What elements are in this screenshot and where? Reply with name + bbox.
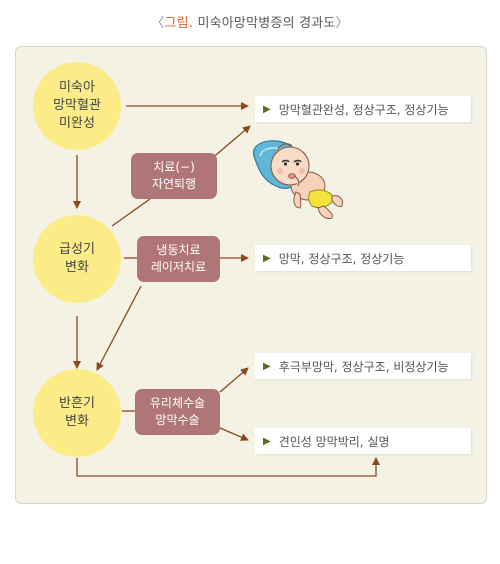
arrow-acute-to-none — [111, 198, 151, 227]
figure-title: 미숙아망막병증의 경과도 — [197, 16, 336, 31]
triangle-right-icon: ▶ — [263, 252, 271, 264]
outcome-complete-text: 망막혈관완성, 정상구조, 정상기능 — [278, 102, 449, 117]
treatment-laser-line1: 냉동치료 — [156, 243, 201, 257]
close-bracket: 〉 — [335, 16, 349, 31]
treatment-laser-line2: 레이저치료 — [150, 260, 207, 274]
treatment-none: 치료(−) 자연퇴행 — [131, 153, 217, 199]
treatment-none-line2: 자연퇴행 — [151, 177, 197, 191]
treatment-surgery-line2: 망막수술 — [155, 413, 200, 427]
treatment-none-line1: 치료(−) — [153, 160, 195, 174]
stage-premature-line3: 미완성 — [59, 116, 95, 131]
triangle-right-icon: ▶ — [263, 435, 271, 447]
arrow-cicatricial-to-detachment — [76, 457, 380, 477]
stage-acute-line2: 변화 — [65, 260, 89, 275]
outcome-detachment-text: 견인성 망막박리, 실명 — [278, 434, 390, 449]
figure-label: 그림. — [164, 16, 194, 31]
outcome-posterior-text: 후극부망막, 정상구조, 비정상기능 — [278, 359, 449, 374]
baby-illustration — [252, 140, 343, 219]
arrow-none-to-complete — [209, 125, 251, 161]
outcome-detachment: ▶ 견인성 망막박리, 실명 — [255, 428, 471, 454]
treatment-laser: 냉동치료 레이저치료 — [137, 236, 220, 282]
arrow-surgery-to-detachment — [219, 427, 249, 441]
arrow-acute-to-cicatricial-diagonal — [96, 285, 142, 371]
triangle-right-icon: ▶ — [263, 360, 271, 372]
stage-cicatricial-line2: 변화 — [65, 414, 89, 429]
stage-acute-line1: 급성기 — [59, 242, 95, 257]
stage-acute: 급성기 변화 — [33, 215, 121, 303]
outcome-posterior: ▶ 후극부망막, 정상구조, 비정상기능 — [255, 353, 471, 379]
arrow-surgery-to-posterior — [219, 367, 249, 393]
open-bracket: 〈 — [151, 16, 165, 31]
treatment-surgery-line1: 유리체수술 — [149, 396, 206, 410]
stage-premature-line1: 미숙아 — [59, 80, 95, 95]
stage-cicatricial: 반흔기 변화 — [33, 369, 121, 457]
outcome-normal-text: 망막, 정상구조, 정상기능 — [278, 251, 405, 266]
treatment-surgery: 유리체수술 망막수술 — [135, 389, 220, 435]
outcome-complete: ▶ 망막혈관완성, 정상구조, 정상기능 — [255, 96, 471, 122]
stage-premature-line2: 망막혈관 — [53, 98, 101, 113]
stage-premature: 미숙아 망막혈관 미완성 — [33, 62, 121, 150]
stage-cicatricial-line1: 반흔기 — [59, 396, 95, 411]
outcome-normal: ▶ 망막, 정상구조, 정상기능 — [255, 245, 471, 271]
triangle-right-icon: ▶ — [263, 103, 271, 115]
figure-caption: 〈그림. 미숙아망막병증의 경과도〉 — [0, 12, 500, 31]
